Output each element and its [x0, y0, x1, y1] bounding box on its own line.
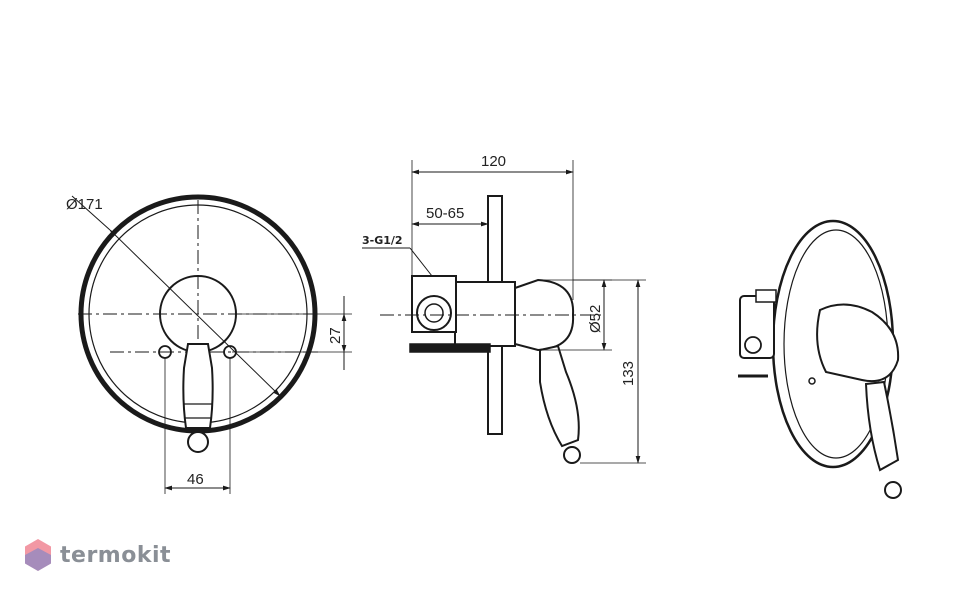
- persp-valve-port: [744, 336, 762, 354]
- side-height-label: 133: [620, 361, 637, 386]
- side-inlet-ring-inner: [424, 303, 444, 323]
- side-body: [454, 281, 516, 347]
- persp-lever-handle: [864, 380, 900, 472]
- front-lever-knob: [187, 431, 209, 453]
- persp-cartridge-cap: [816, 303, 900, 382]
- side-lever-handle: [539, 344, 580, 448]
- side-thread-label: 3-G1/2: [362, 234, 403, 247]
- side-lever-knob: [563, 446, 581, 464]
- side-length-label: 120: [481, 153, 506, 170]
- front-width-label: 46: [187, 471, 204, 488]
- side-inlet-ring-outer: [416, 295, 452, 331]
- termokit-logo-icon: [25, 539, 51, 571]
- persp-screw: [808, 377, 816, 385]
- watermark: termokit: [24, 538, 171, 572]
- side-diameter-label: Ø52: [587, 305, 604, 333]
- side-view: [362, 160, 646, 464]
- front-diameter-leader: [109, 229, 281, 397]
- side-range-label: 50-65: [426, 205, 464, 222]
- persp-valve-top: [755, 289, 777, 303]
- watermark-brand: termokit: [60, 542, 172, 568]
- front-lever-handle: [182, 343, 214, 429]
- front-diameter-leader-tail: [71, 195, 111, 231]
- front-view: [71, 194, 352, 494]
- side-thread-leader: [409, 247, 433, 277]
- front-height-label: 27: [327, 327, 344, 344]
- persp-lever-knob: [884, 481, 902, 499]
- perspective-view: [738, 219, 902, 499]
- side-outlet-stub: [409, 343, 491, 353]
- front-diameter-label: Ø171: [66, 196, 103, 213]
